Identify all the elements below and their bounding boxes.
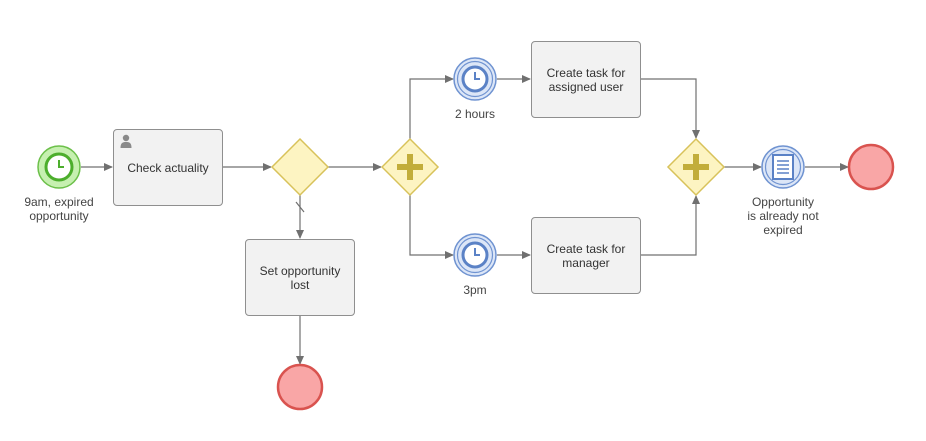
flow-task-bottom-to-join	[641, 195, 700, 256]
task-assigned-label: Create task for assigned user	[546, 65, 626, 94]
timer-top-label: 2 hours	[454, 107, 496, 121]
flow-split-to-timer-bottom	[409, 195, 454, 259]
user-icon	[120, 134, 132, 148]
start-timer-event[interactable]	[37, 145, 81, 189]
flow-split-to-timer-top	[409, 75, 454, 139]
end-event-lost[interactable]	[276, 363, 324, 411]
clock-icon	[461, 241, 489, 269]
parallel-split-gateway[interactable]	[380, 137, 440, 197]
task-set-lost-label: Set opportunity lost	[259, 263, 341, 292]
task-set-opportunity-lost[interactable]: Set opportunity lost	[245, 239, 355, 316]
start-event-label: 9am, expired opportunity	[24, 195, 94, 223]
document-lines-icon	[772, 154, 794, 180]
timer-bottom-label: 3pm	[463, 283, 487, 297]
end-event-main[interactable]	[847, 143, 895, 191]
task-create-for-assigned-user[interactable]: Create task for assigned user	[531, 41, 641, 118]
timer-event-2-hours[interactable]	[453, 57, 497, 101]
task-create-for-manager[interactable]: Create task for manager	[531, 217, 641, 294]
conditional-event-label: Opportunity is already not expired	[747, 195, 819, 237]
default-flow-marker	[295, 201, 305, 213]
timer-event-3pm[interactable]	[453, 233, 497, 277]
conditional-event[interactable]	[761, 145, 805, 189]
parallel-join-gateway[interactable]	[666, 137, 726, 197]
clock-icon	[461, 65, 489, 93]
flow-task-top-to-join	[641, 78, 700, 139]
plus-icon	[683, 154, 709, 180]
exclusive-gateway[interactable]	[270, 137, 330, 197]
clock-icon	[44, 152, 74, 182]
task-check-actuality-label: Check actuality	[127, 160, 209, 175]
plus-icon	[397, 154, 423, 180]
task-manager-label: Create task for manager	[546, 241, 626, 270]
task-check-actuality[interactable]: Check actuality	[113, 129, 223, 206]
